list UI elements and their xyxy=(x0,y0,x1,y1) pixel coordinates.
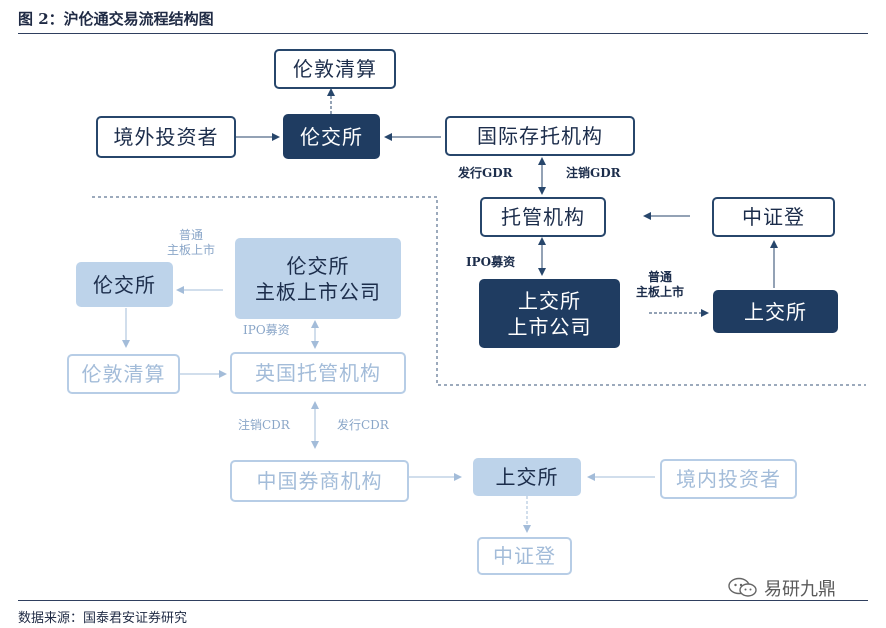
node-lse-main-board: 伦交所 主板上市公司 xyxy=(235,238,401,319)
label-ipo-fund-right: IPO募资 xyxy=(466,255,516,269)
node-lse-center: 伦交所 xyxy=(283,114,380,159)
node-csdc-top: 中证登 xyxy=(712,197,835,237)
label-ordinary-left-1: 普通 xyxy=(179,228,204,242)
figure-title: 图 2：沪伦通交易流程结构图 xyxy=(18,10,214,28)
node-sse-listed: 上交所 上市公司 xyxy=(479,279,620,348)
label-ordinary-left: 普通 主板上市 xyxy=(167,228,215,258)
node-custodian: 托管机构 xyxy=(480,197,606,237)
node-sse-bottom: 上交所 xyxy=(473,458,581,496)
wechat-icon xyxy=(728,577,757,597)
node-sse-listed-line1: 上交所 xyxy=(518,288,581,313)
node-sse-listed-line2: 上市公司 xyxy=(507,314,592,339)
label-ordinary-left-2: 主板上市 xyxy=(167,243,216,257)
label-ipo-fund-left: IPO募资 xyxy=(243,323,290,337)
node-csdc-bottom: 中证登 xyxy=(477,537,572,575)
label-cancel-cdr: 注销CDR xyxy=(238,418,290,432)
node-cn-broker: 中国券商机构 xyxy=(230,460,409,502)
label-cancel-gdr: 注销GDR xyxy=(566,166,621,180)
node-lse-main-line2: 主板上市公司 xyxy=(255,279,381,304)
node-lse-clearing-top: 伦敦清算 xyxy=(274,49,396,89)
node-uk-custodian: 英国托管机构 xyxy=(230,352,406,394)
node-sse-right: 上交所 xyxy=(713,290,838,333)
node-lse-main-line1: 伦交所 xyxy=(286,253,350,278)
watermark-text: 易研九鼎 xyxy=(764,579,836,600)
top-rule xyxy=(18,33,868,34)
label-ordinary-right-1: 普通 xyxy=(648,270,673,284)
label-issue-cdr: 发行CDR xyxy=(337,418,389,432)
node-overseas-investor: 境外投资者 xyxy=(96,116,236,158)
bottom-rule xyxy=(18,600,868,601)
label-ordinary-right: 普通 主板上市 xyxy=(636,270,684,300)
node-domestic-investor: 境内投资者 xyxy=(660,459,797,499)
watermark: 易研九鼎 xyxy=(728,575,836,601)
node-lse-left: 伦交所 xyxy=(76,262,173,307)
label-issue-gdr: 发行GDR xyxy=(458,166,513,180)
node-intl-depository: 国际存托机构 xyxy=(445,116,635,156)
source-note: 数据来源：国泰君安证券研究 xyxy=(18,611,188,626)
node-lse-clearing-left: 伦敦清算 xyxy=(67,354,180,394)
label-ordinary-right-2: 主板上市 xyxy=(636,285,685,299)
